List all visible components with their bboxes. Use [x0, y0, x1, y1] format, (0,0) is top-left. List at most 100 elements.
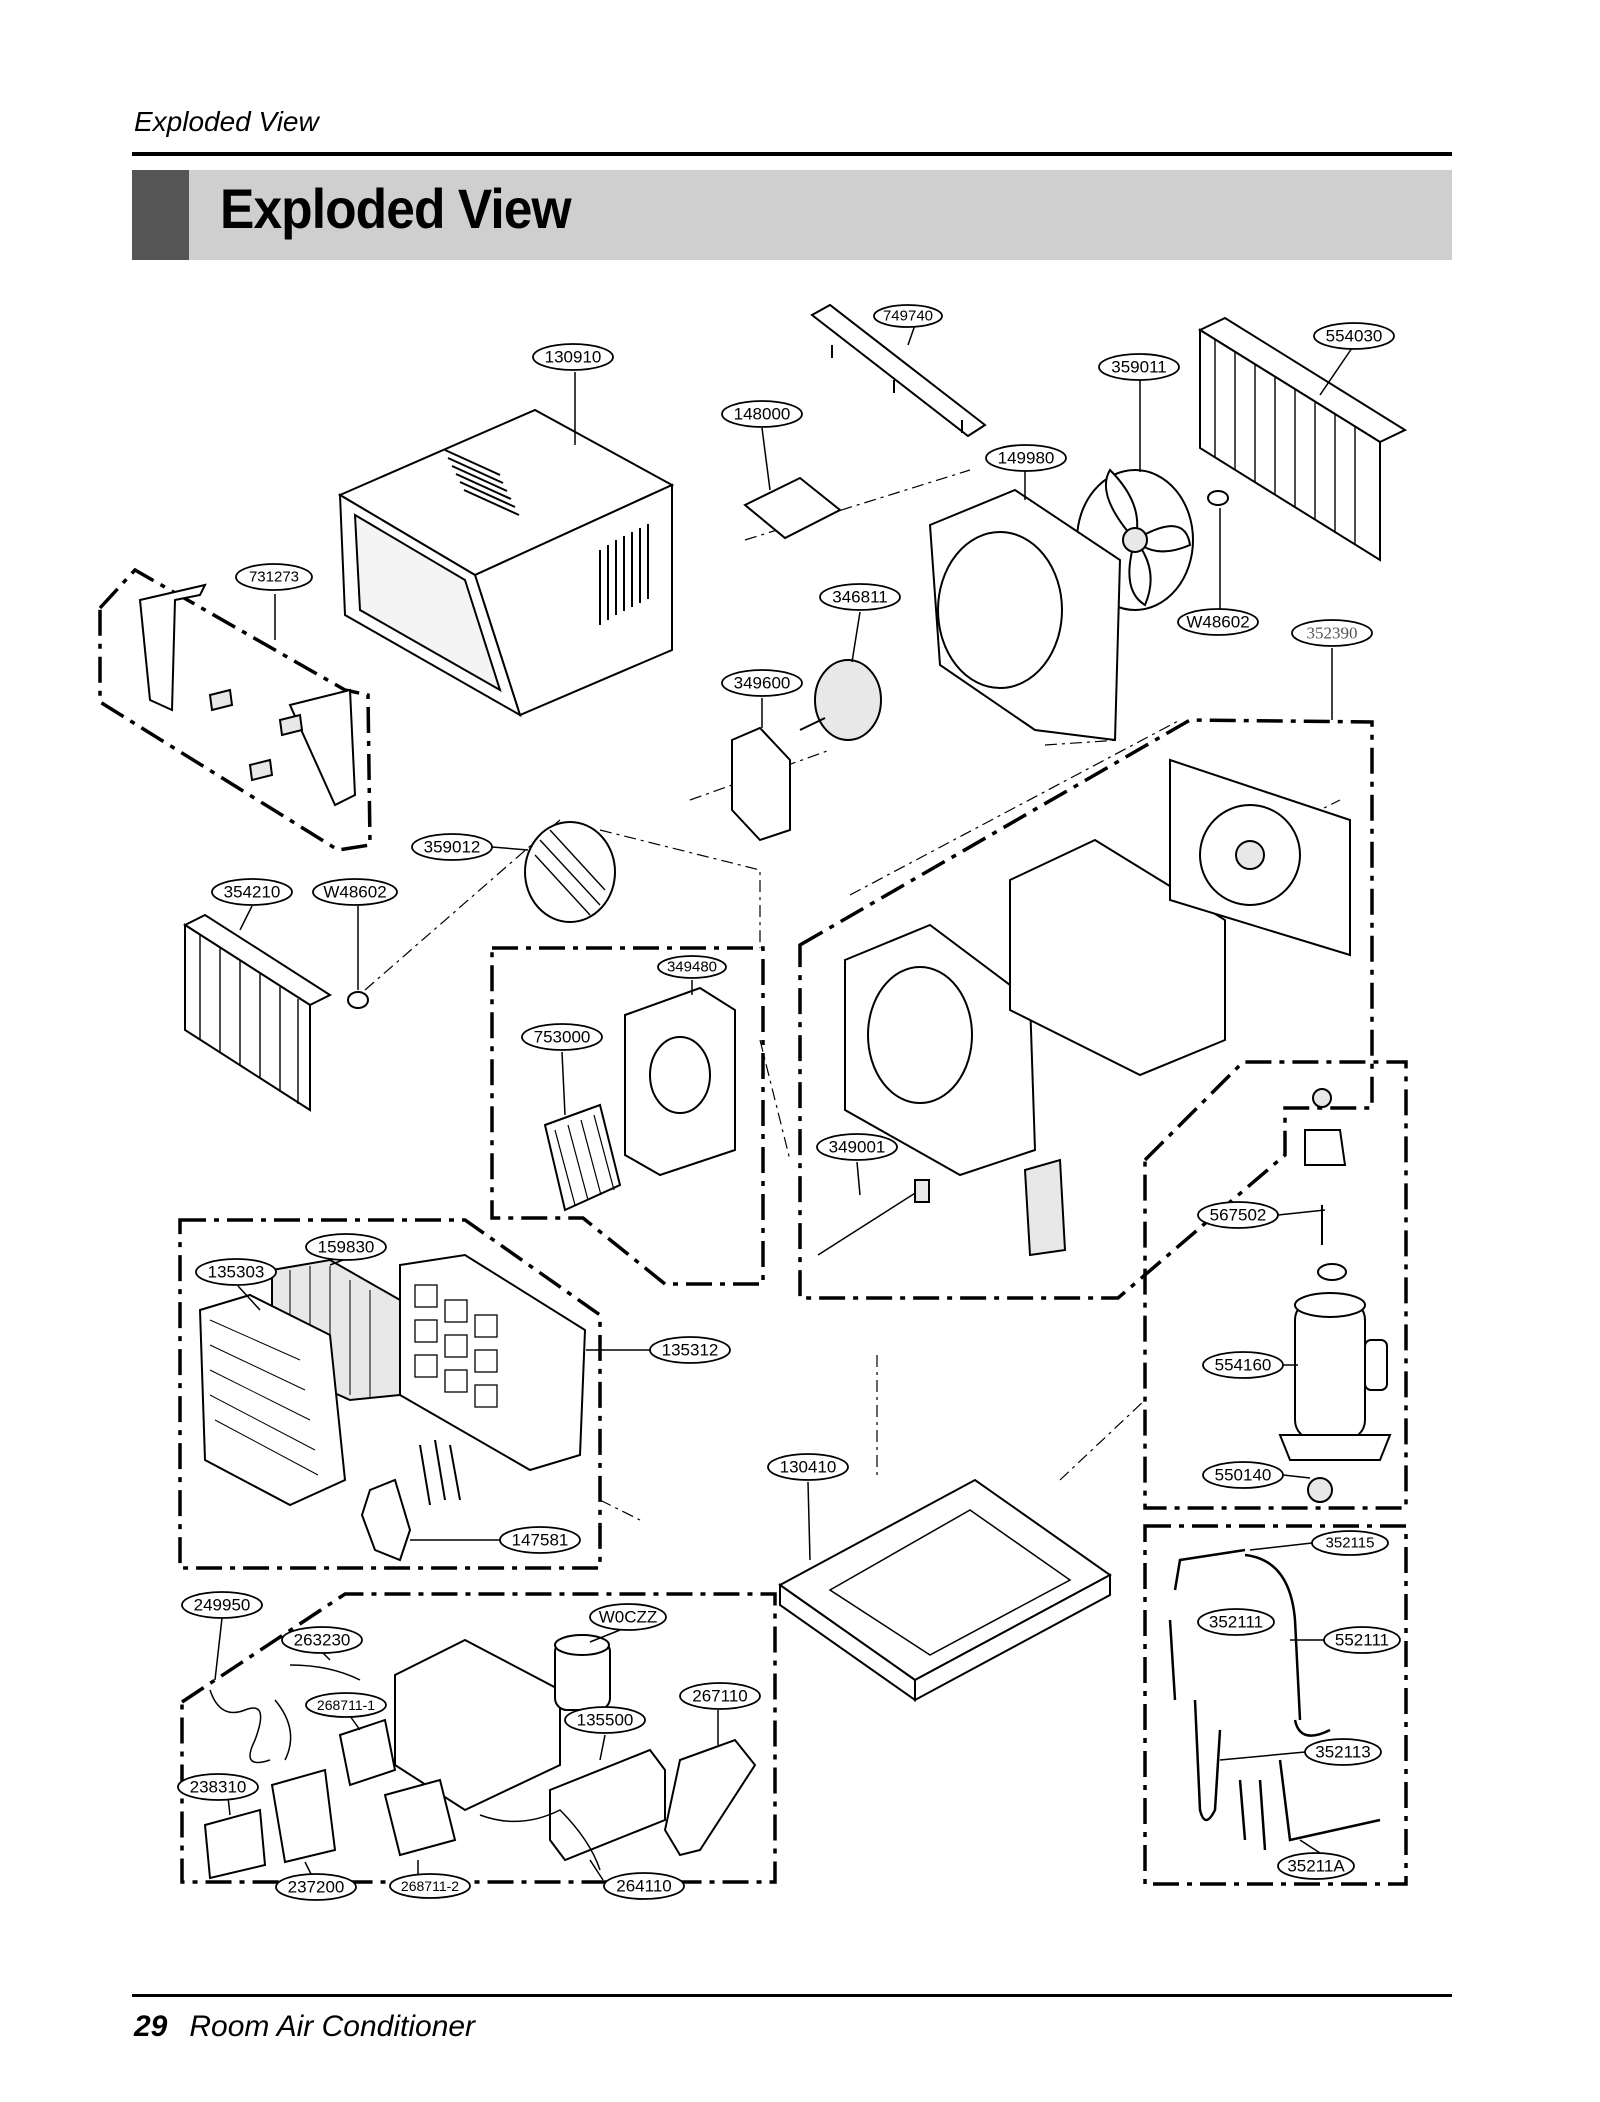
part-side-curtain	[138, 583, 357, 807]
callout-text: 567502	[1210, 1206, 1267, 1225]
callout-354210: 354210	[211, 878, 293, 906]
callout-text: 237200	[288, 1878, 345, 1897]
callout-text: 159830	[318, 1238, 375, 1257]
part-motor-bracket	[731, 726, 791, 842]
assembly-line-10	[1059, 1399, 1146, 1481]
callout-text: 359011	[1111, 358, 1166, 377]
callout-text: 238310	[190, 1778, 247, 1797]
footer-product: Room Air Conditioner	[189, 2010, 476, 2043]
callout-352390: 352390	[1291, 619, 1373, 647]
assembly-line-7	[759, 1039, 791, 1161]
callout-359011: 359011	[1098, 353, 1180, 381]
callout-267110: 267110	[679, 1682, 761, 1710]
running-header: Exploded View	[134, 106, 319, 137]
callout-text: 130410	[780, 1458, 837, 1477]
callout-130410: 130410	[767, 1453, 849, 1481]
part-pcb-main	[338, 1718, 397, 1787]
callout-text: 554160	[1215, 1356, 1272, 1375]
callout-text: 149980	[998, 449, 1055, 468]
part-clip-upper	[1207, 490, 1229, 506]
callout-550140: 550140	[1202, 1461, 1284, 1489]
callout-text: 267110	[692, 1687, 747, 1706]
callout-text: 352115	[1326, 1535, 1375, 1552]
callout-263230: 263230	[281, 1626, 363, 1654]
callout-text: 749740	[883, 308, 933, 325]
part-tubing	[1168, 1548, 1381, 1851]
part-thermistor	[817, 1189, 921, 1256]
callout-35211A: 35211A	[1277, 1852, 1355, 1880]
callout-130910: 130910	[532, 343, 614, 371]
part-power-cord	[479, 1809, 601, 1871]
part-wire-harness	[209, 1689, 292, 1764]
section-title-bar: Exploded View	[132, 170, 1452, 260]
assembly-line-3	[849, 719, 1181, 896]
callout-text: 352390	[1307, 624, 1358, 643]
group-border-control-box	[490, 946, 765, 1286]
callout-249950: 249950	[181, 1591, 263, 1619]
assembly-line-6	[599, 829, 761, 948]
part-bracket	[743, 476, 842, 540]
part-remote-control	[663, 1738, 757, 1857]
callout-346811: 346811	[819, 583, 901, 611]
page-number: 29	[134, 2010, 168, 2043]
callout-135312: 135312	[649, 1336, 731, 1364]
callout-text: 731273	[249, 569, 299, 586]
title-bar-accent	[132, 170, 189, 260]
part-base-pan	[778, 1478, 1112, 1702]
callout-552111: 552111	[1323, 1626, 1401, 1654]
callout-text: 147581	[512, 1531, 569, 1550]
callout-text: 135303	[208, 1263, 265, 1282]
callout-554160: 554160	[1202, 1351, 1284, 1379]
callout-135303: 135303	[195, 1258, 277, 1286]
group-border-compressor	[1143, 1060, 1408, 1510]
callout-text: 264110	[616, 1877, 671, 1896]
callout-text: 135312	[662, 1341, 719, 1360]
callout-359012: 359012	[411, 833, 493, 861]
callout-268711-2: 268711-2	[389, 1873, 471, 1899]
part-louver	[360, 1439, 461, 1562]
part-evaporator-coil	[182, 913, 333, 1112]
callout-text: 550140	[1215, 1466, 1272, 1485]
group-border-fan-shroud	[798, 718, 1374, 1300]
callout-text: W0CZZ	[599, 1608, 658, 1627]
callout-268711-1: 268711-1	[305, 1692, 387, 1718]
callout-352115: 352115	[1311, 1530, 1389, 1556]
callout-text: 753000	[534, 1028, 591, 1047]
callout-text: 352113	[1315, 1743, 1370, 1762]
group-border-side-curtain	[98, 567, 372, 852]
part-control-pcb	[270, 1768, 337, 1864]
part-capacitor	[554, 1634, 611, 1711]
header-rule	[132, 152, 1452, 156]
part-compressor	[1278, 1088, 1392, 1503]
callout-731273: 731273	[235, 563, 313, 591]
callout-text: 346811	[832, 588, 887, 607]
callout-135500: 135500	[564, 1706, 646, 1734]
callout-text: W48602	[1186, 613, 1249, 632]
assembly-line-11	[1044, 739, 1121, 746]
part-blower-wheel	[524, 821, 616, 923]
assembly-line-5	[364, 819, 561, 991]
assembly-line-9	[599, 1499, 641, 1521]
callout-text: 352111	[1209, 1613, 1263, 1632]
part-condenser-coil	[1197, 316, 1408, 562]
callout-349600: 349600	[721, 669, 803, 697]
part-front-grille	[198, 1293, 347, 1507]
callout-352113: 352113	[1304, 1738, 1382, 1766]
group-border-tubing	[1143, 1524, 1408, 1886]
part-pcb-sub	[383, 1778, 457, 1857]
callout-text: 359012	[424, 838, 481, 857]
callout-text: 349480	[667, 959, 717, 976]
callout-567502: 567502	[1197, 1201, 1279, 1229]
callout-749740: 749740	[873, 304, 943, 328]
part-display-cover	[549, 1748, 666, 1862]
part-lead-wire	[289, 1664, 361, 1681]
footer-rule	[132, 1994, 1452, 1997]
callout-349001: 349001	[816, 1133, 898, 1161]
callout-text: 148000	[734, 405, 791, 424]
callout-text: 130910	[545, 348, 602, 367]
callout-237200: 237200	[275, 1873, 357, 1901]
part-display-panel	[203, 1808, 267, 1880]
callout-554030: 554030	[1313, 322, 1395, 350]
part-cabinet	[337, 408, 675, 718]
